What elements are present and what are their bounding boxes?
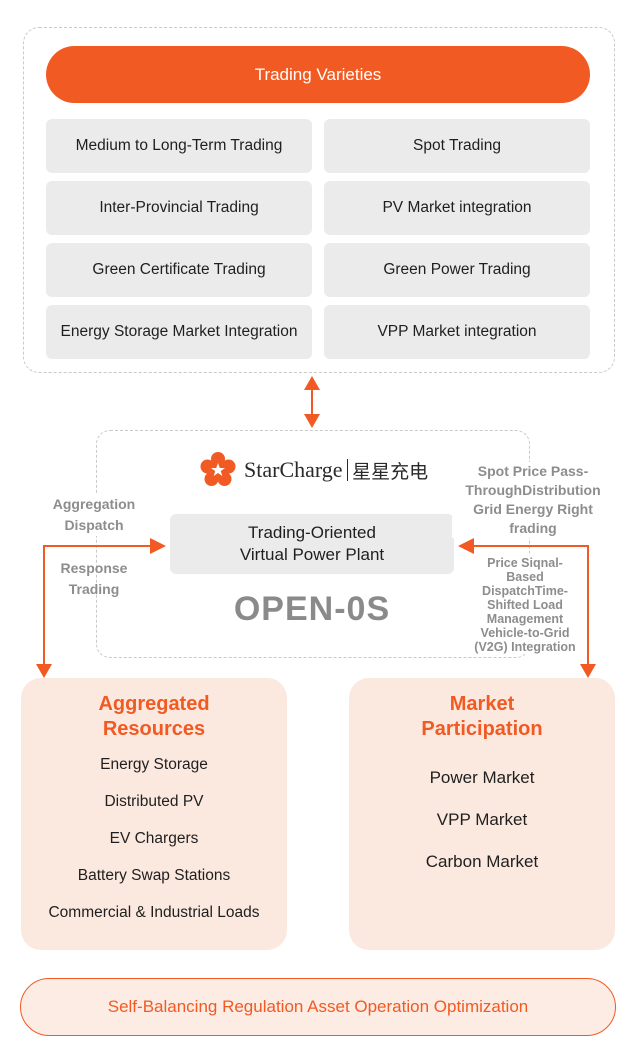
arrow-down-right-icon xyxy=(580,664,596,678)
variety-cell: Spot Trading xyxy=(324,119,590,173)
resource-item: Battery Swap Stations xyxy=(77,867,231,884)
brand-name: StarCharge xyxy=(244,457,343,482)
resource-item: Energy Storage xyxy=(100,756,208,773)
market-item: Carbon Market xyxy=(425,852,539,871)
brand-name-cn: 星星充电 xyxy=(352,461,429,483)
flow-label-spot-price: Spot Price Pass-ThroughDistribution Grid… xyxy=(452,462,614,538)
footer-pill: Self-Balancing Regulation Asset Operatio… xyxy=(20,978,616,1036)
market-participation-card: Market Participation Power Market VPP Ma… xyxy=(349,678,615,950)
market-participation-title: Market Participation xyxy=(421,693,543,740)
variety-cell: Green Power Trading xyxy=(324,243,590,297)
variety-cell: VPP Market integration xyxy=(324,305,590,359)
vpp-box: Trading-Oriented Virtual Power Plant xyxy=(170,514,454,574)
trading-varieties-header: Trading Varieties xyxy=(46,46,590,103)
trading-varieties-container xyxy=(23,27,615,373)
os-name: OPEN-0S xyxy=(233,590,391,628)
flow-label-response-trading: Response Trading xyxy=(60,560,128,597)
market-item: VPP Market xyxy=(436,810,528,829)
variety-cell: Inter-Provincial Trading xyxy=(46,181,312,235)
star-flower-icon xyxy=(200,452,236,486)
starcharge-logo: StarCharge 星星充电 xyxy=(198,450,428,490)
arrow-down-icon xyxy=(304,414,320,428)
arrow-right-icon xyxy=(150,538,166,554)
aggregated-resources-title: Aggregated Resources xyxy=(98,693,210,740)
vpp-line1: Trading-Oriented xyxy=(248,522,376,542)
resource-item: EV Chargers xyxy=(109,830,199,847)
left-connector-line xyxy=(43,545,152,668)
variety-cell: Energy Storage Market Integration xyxy=(46,305,312,359)
arrow-left-icon xyxy=(458,538,474,554)
brand-divider xyxy=(346,459,349,481)
variety-cell: Green Certificate Trading xyxy=(46,243,312,297)
variety-cell: PV Market integration xyxy=(324,181,590,235)
arrow-down-left-icon xyxy=(36,664,52,678)
resource-item: Distributed PV xyxy=(104,793,204,810)
resource-item: Commercial & Industrial Loads xyxy=(48,904,260,921)
market-item: Power Market xyxy=(429,768,535,787)
right-connector-line xyxy=(472,545,589,668)
flow-label-aggregation-dispatch: Aggregation Dispatch xyxy=(38,494,150,536)
arrow-up-icon xyxy=(304,376,320,390)
variety-cell: Medium to Long-Term Trading xyxy=(46,119,312,173)
flow-label-price-signal: Price Siqnal-Based DispatchTime-Shifted … xyxy=(470,556,580,654)
platform-container xyxy=(96,430,530,658)
vpp-line2: Virtual Power Plant xyxy=(239,545,385,564)
aggregated-resources-card: Aggregated Resources Energy Storage Dist… xyxy=(21,678,287,950)
